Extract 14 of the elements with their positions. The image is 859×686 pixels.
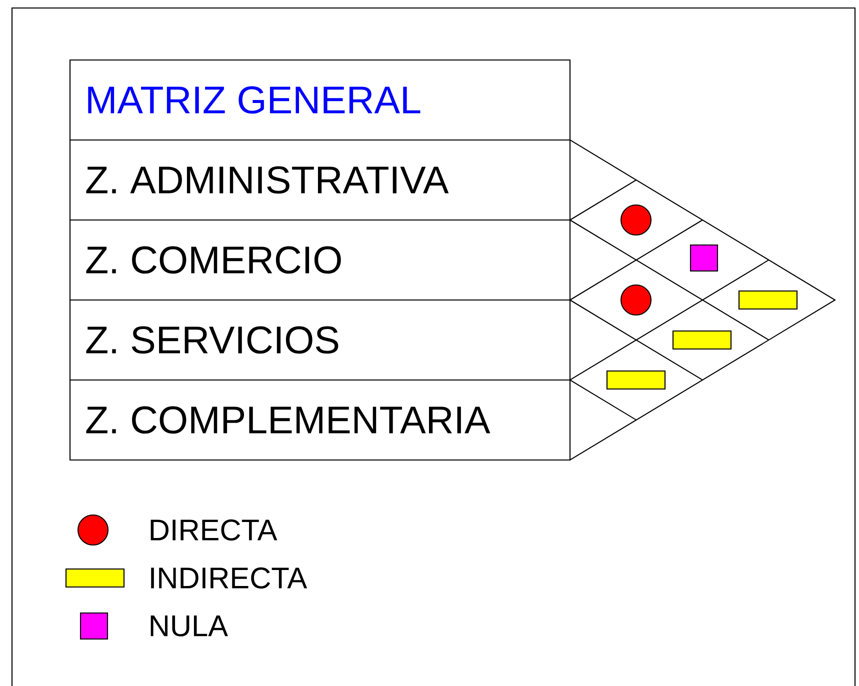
- legend-label: INDIRECTA: [151, 567, 308, 589]
- circle-mark: [620, 284, 652, 316]
- title-cell: MATRIZ GENERAL: [69, 59, 571, 141]
- zone-cell: Z. SERVICIOS: [69, 299, 571, 380]
- zone-cell: Z. COMERCIO: [69, 219, 571, 301]
- square-mark: [690, 244, 718, 272]
- bar-mark: [738, 290, 798, 310]
- bar-mark: [672, 330, 732, 350]
- zone-cell: Z. ADMINISTRATIVA: [69, 139, 571, 221]
- zone-cell: Z. COMPLEMENTARIA: [69, 379, 571, 461]
- circle-mark: [620, 204, 652, 236]
- legend-label: NULA: [150, 616, 228, 636]
- legend-label: DIRECTA: [150, 519, 278, 541]
- bar-mark: [606, 370, 666, 390]
